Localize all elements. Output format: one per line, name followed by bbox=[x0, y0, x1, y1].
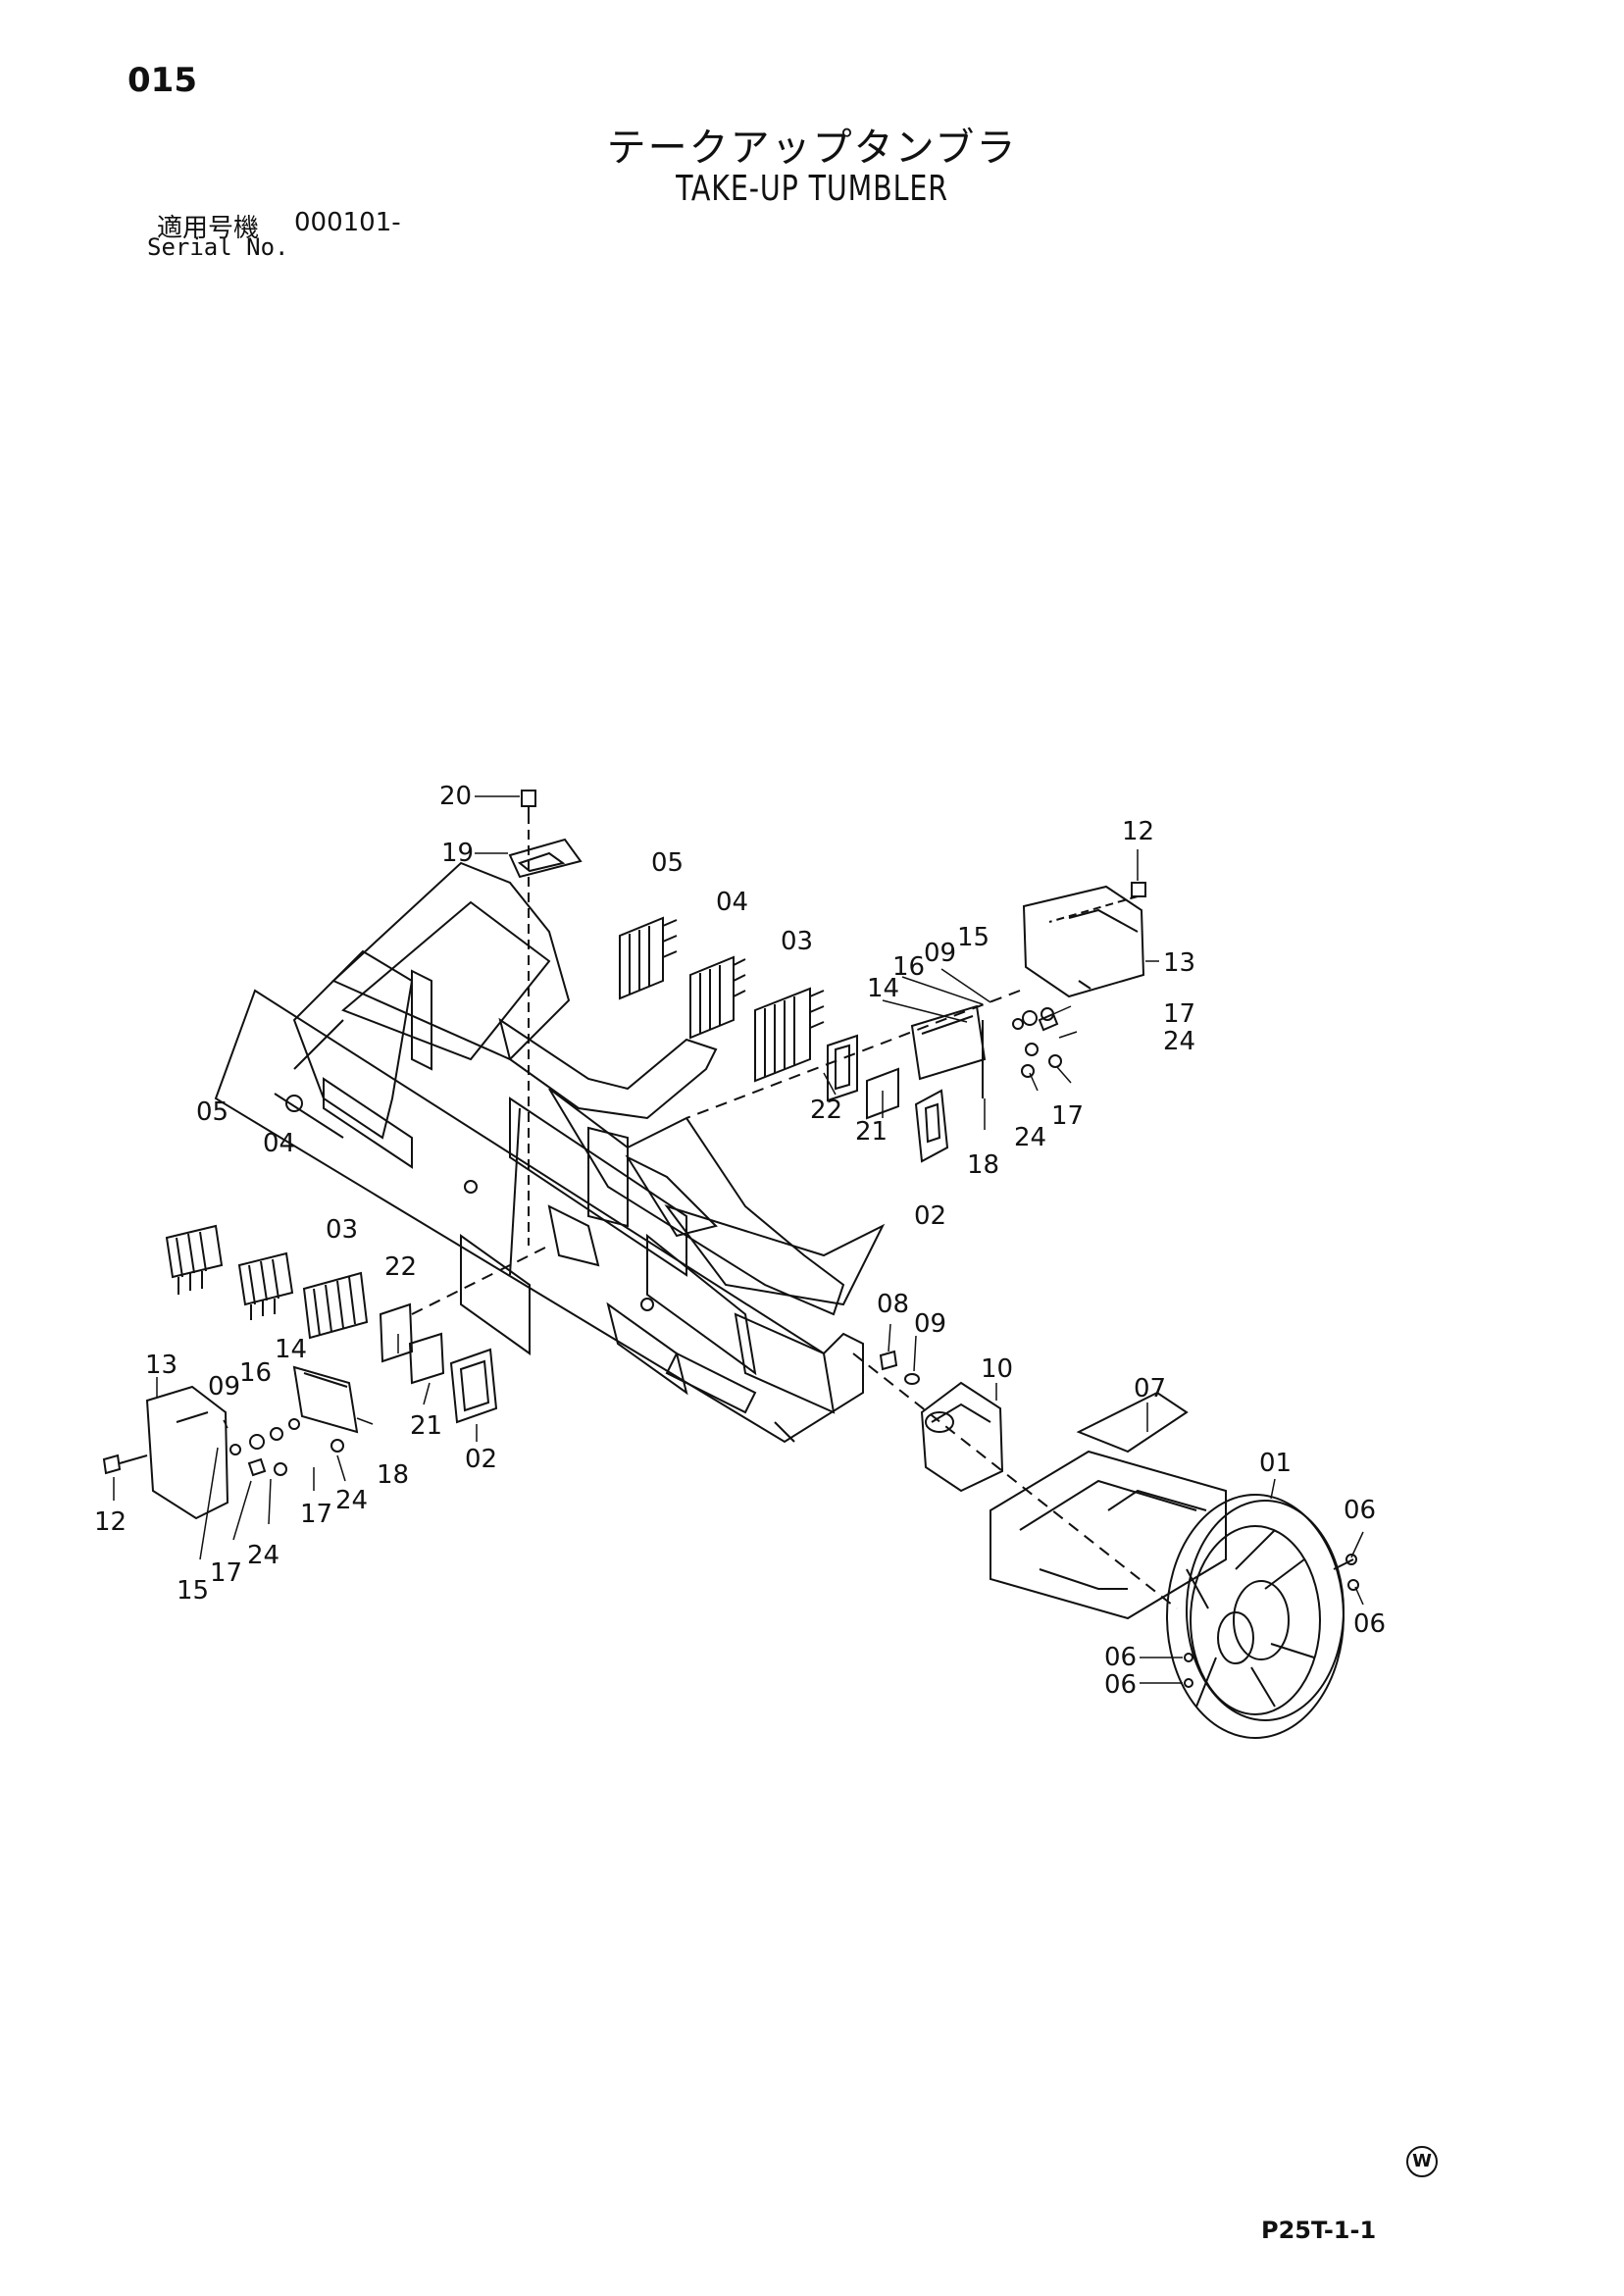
callout-04-upper: 04 bbox=[716, 888, 748, 917]
part-09-washer bbox=[904, 1373, 920, 1385]
callout-17-upper-lower: 17 bbox=[1051, 1101, 1084, 1131]
drawing-code: P25T-1-1 bbox=[1261, 2217, 1377, 2244]
callout-22-upper: 22 bbox=[810, 1096, 842, 1125]
callout-16-upper: 16 bbox=[892, 952, 925, 982]
callout-24-lower-left: 24 bbox=[247, 1541, 279, 1570]
part-03-shim-lower bbox=[302, 1271, 369, 1340]
part-18-bracket-lower bbox=[292, 1365, 359, 1434]
callout-19: 19 bbox=[441, 839, 474, 868]
part-20-bolt bbox=[521, 790, 536, 1246]
part-01-idler-wheel bbox=[1166, 1494, 1359, 1739]
part-21-shim-upper bbox=[866, 1067, 899, 1120]
serial-label-japanese: 適用号機 bbox=[157, 214, 260, 243]
callout-21-upper: 21 bbox=[855, 1117, 888, 1147]
part-03-shim-upper bbox=[754, 987, 825, 1083]
part-12-bolt-lower bbox=[102, 1454, 148, 1475]
callout-09-axle: 09 bbox=[914, 1309, 946, 1339]
callout-15-lower: 15 bbox=[177, 1576, 209, 1606]
part-18-bracket-upper bbox=[910, 1004, 987, 1098]
callout-16-lower: 16 bbox=[239, 1358, 272, 1388]
leader-lines bbox=[113, 795, 1364, 1684]
title-english: TAKE-UP TUMBLER bbox=[676, 169, 948, 209]
part-22-plate-lower bbox=[379, 1302, 414, 1363]
callout-17-lower-right: 17 bbox=[300, 1500, 332, 1529]
callout-06-top: 06 bbox=[1344, 1496, 1376, 1525]
callout-03-lower: 03 bbox=[326, 1215, 358, 1245]
callout-17-lower-left: 17 bbox=[210, 1558, 242, 1588]
part-21-shim-lower bbox=[408, 1332, 445, 1385]
callout-04-lower: 04 bbox=[263, 1129, 295, 1158]
callout-10: 10 bbox=[981, 1354, 1013, 1384]
part-07-yoke bbox=[990, 1391, 1227, 1620]
lower-small-fasteners bbox=[229, 1418, 344, 1477]
callout-24-lower-right: 24 bbox=[335, 1486, 368, 1515]
callout-18-lower: 18 bbox=[377, 1460, 409, 1490]
callout-13-upper: 13 bbox=[1163, 948, 1195, 978]
callout-09-lower: 09 bbox=[208, 1372, 240, 1402]
callout-13-lower: 13 bbox=[145, 1351, 178, 1380]
part-04-shim-upper bbox=[689, 955, 746, 1040]
serial-value: 000101- bbox=[294, 208, 401, 237]
serial-label-english: Serial No. bbox=[147, 233, 289, 261]
callout-24-upper-right: 24 bbox=[1163, 1027, 1195, 1056]
callout-17-upper-right: 17 bbox=[1163, 999, 1195, 1029]
callout-20: 20 bbox=[439, 782, 472, 811]
part-05-shim-upper bbox=[619, 916, 678, 1000]
upper-small-fasteners bbox=[1012, 1007, 1062, 1078]
part-13-cover-upper bbox=[1022, 885, 1145, 998]
part-04-shim-lower bbox=[237, 1251, 294, 1320]
callout-06-left-upper: 06 bbox=[1104, 1643, 1137, 1672]
callout-14-upper: 14 bbox=[867, 974, 899, 1003]
callout-15-upper: 15 bbox=[957, 923, 990, 952]
part-02-block-lower bbox=[449, 1348, 498, 1424]
callout-22-lower: 22 bbox=[384, 1252, 417, 1282]
part-10-bracket bbox=[920, 1381, 1004, 1493]
part-22-plate-upper bbox=[827, 1034, 858, 1102]
w-mark-icon: W bbox=[1406, 2146, 1438, 2177]
callout-05-upper: 05 bbox=[651, 848, 684, 878]
callout-12-upper: 12 bbox=[1122, 817, 1154, 846]
callout-12-lower: 12 bbox=[94, 1507, 127, 1537]
part-13-cover-lower bbox=[145, 1385, 229, 1520]
callout-24-upper-lower: 24 bbox=[1014, 1123, 1046, 1152]
callout-09-upper: 09 bbox=[924, 939, 956, 968]
callout-08: 08 bbox=[877, 1290, 909, 1319]
callout-03-upper: 03 bbox=[781, 927, 813, 956]
part-02-block-upper bbox=[914, 1089, 949, 1163]
callout-05-lower: 05 bbox=[196, 1097, 228, 1127]
callout-02-lower: 02 bbox=[465, 1445, 497, 1474]
callout-21-lower: 21 bbox=[410, 1411, 442, 1441]
callout-labels: 20 19 05 04 03 12 13 15 09 16 14 17 24 1… bbox=[94, 782, 1386, 1700]
callout-14-lower: 14 bbox=[275, 1335, 307, 1364]
callout-06-right: 06 bbox=[1353, 1609, 1386, 1639]
callout-07: 07 bbox=[1134, 1374, 1166, 1403]
part-05-shim-lower bbox=[165, 1224, 224, 1295]
part-12-bolt-upper bbox=[1048, 882, 1146, 923]
callout-06-left-lower: 06 bbox=[1104, 1670, 1137, 1700]
part-19-plate bbox=[508, 838, 583, 879]
title-japanese: テークアップタンブラ bbox=[606, 126, 1018, 171]
page-number: 015 bbox=[127, 61, 197, 100]
callout-18-upper: 18 bbox=[967, 1150, 999, 1180]
part-08-bolt bbox=[879, 1350, 898, 1371]
callout-02-upper: 02 bbox=[914, 1201, 946, 1231]
callout-01: 01 bbox=[1259, 1449, 1292, 1478]
track-frame bbox=[214, 861, 886, 1444]
